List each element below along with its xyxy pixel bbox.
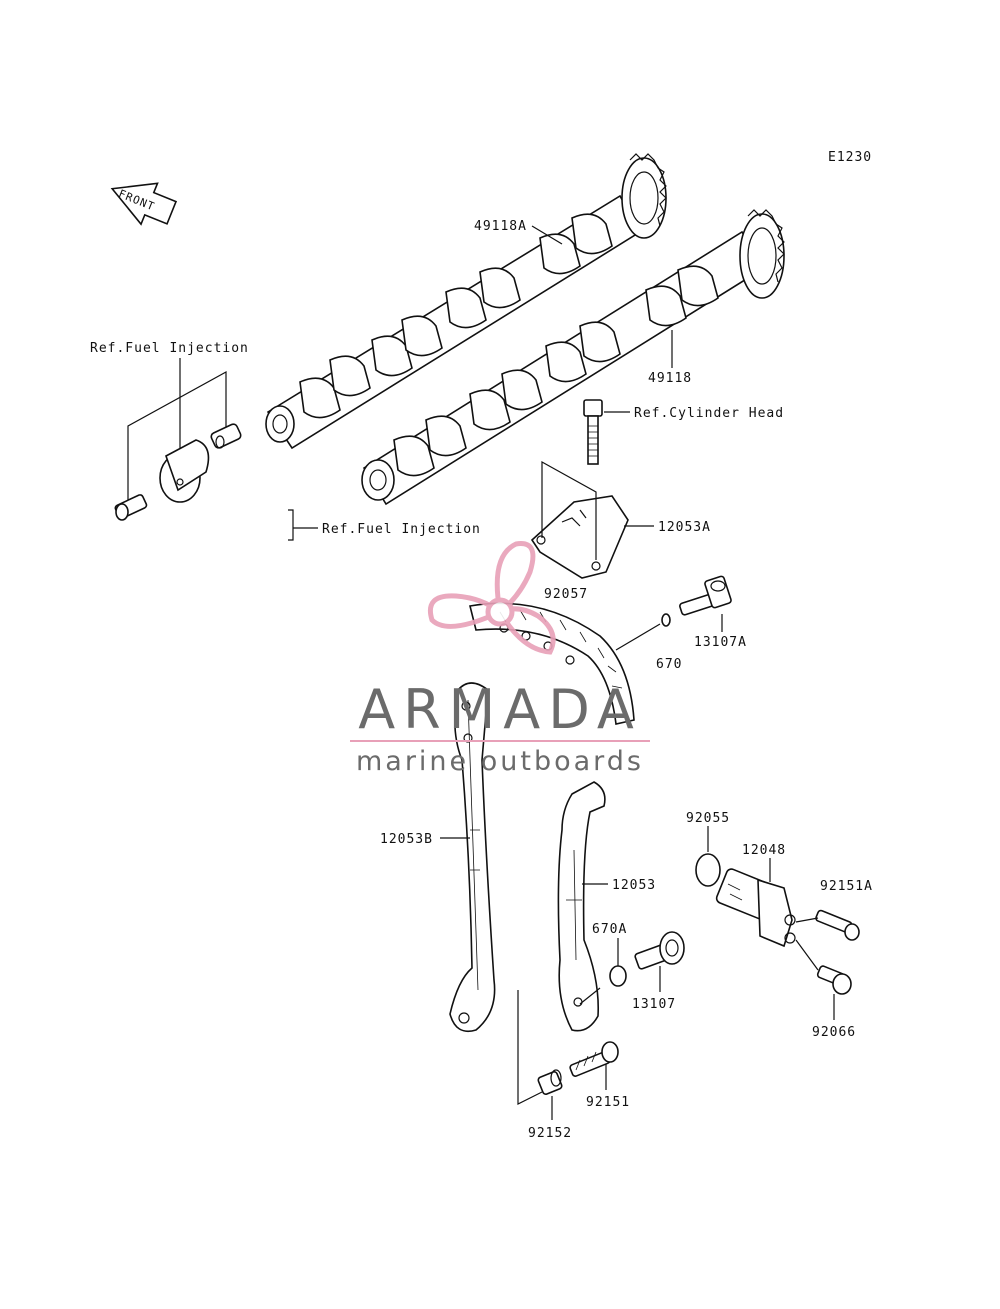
gasket-92055 bbox=[695, 853, 721, 887]
o-ring-670A bbox=[609, 965, 627, 987]
label-13107: 13107 bbox=[632, 997, 676, 1012]
label-12048: 12048 bbox=[742, 843, 786, 858]
front-arrow-icon: FRONT bbox=[110, 182, 178, 226]
camshaft-49118A bbox=[265, 153, 667, 450]
bolt-92151A bbox=[815, 909, 860, 941]
bolt-13107A bbox=[679, 575, 732, 616]
label-49118A: 49118A bbox=[474, 219, 527, 234]
ref-fuel-injection-top: Ref.Fuel Injection bbox=[90, 341, 249, 356]
injection-bolt bbox=[114, 494, 148, 521]
label-92055: 92055 bbox=[686, 811, 730, 826]
injection-collar bbox=[210, 423, 242, 449]
label-12053A: 12053A bbox=[658, 520, 711, 535]
ref-fuel-injection-mid: Ref.Fuel Injection bbox=[322, 522, 481, 537]
ref-cylinder-head: Ref.Cylinder Head bbox=[634, 406, 784, 421]
cam-lobes-lower bbox=[393, 265, 719, 477]
label-12053: 12053 bbox=[612, 878, 656, 893]
label-670: 670 bbox=[656, 657, 682, 672]
label-12053B: 12053B bbox=[380, 832, 433, 847]
injection-rotor bbox=[159, 439, 210, 503]
collar-92152 bbox=[537, 1069, 563, 1095]
tensioner-12048 bbox=[715, 868, 796, 948]
cylinder-head-bolt bbox=[583, 399, 603, 465]
armada-logo bbox=[428, 541, 556, 655]
chain-guide-12053B bbox=[449, 682, 496, 1033]
cam-sprocket-upper bbox=[621, 153, 667, 239]
chain-guide-12053 bbox=[557, 781, 606, 1032]
label-92066: 92066 bbox=[812, 1025, 856, 1040]
bolt-92151 bbox=[569, 1041, 619, 1077]
label-49118: 49118 bbox=[648, 371, 692, 386]
cam-sprocket-lower bbox=[739, 209, 785, 299]
watermark-tagline: marine outboards bbox=[356, 746, 644, 777]
label-92151: 92151 bbox=[586, 1095, 630, 1110]
label-92152: 92152 bbox=[528, 1126, 572, 1141]
watermark-brand: ARMADA bbox=[358, 678, 642, 741]
bolt-92066 bbox=[816, 965, 852, 995]
camshaft-49118 bbox=[361, 209, 785, 506]
label-670A: 670A bbox=[592, 922, 627, 937]
label-92057: 92057 bbox=[544, 587, 588, 602]
diagram-id: E1230 bbox=[828, 150, 872, 165]
label-92151A: 92151A bbox=[820, 879, 873, 894]
cam-lobes-upper bbox=[299, 213, 613, 419]
label-13107A: 13107A bbox=[694, 635, 747, 650]
o-ring-670 bbox=[661, 613, 671, 627]
guide-12053A bbox=[530, 495, 629, 579]
propeller-logo-icon bbox=[428, 541, 556, 655]
bolt-13107 bbox=[634, 931, 685, 970]
